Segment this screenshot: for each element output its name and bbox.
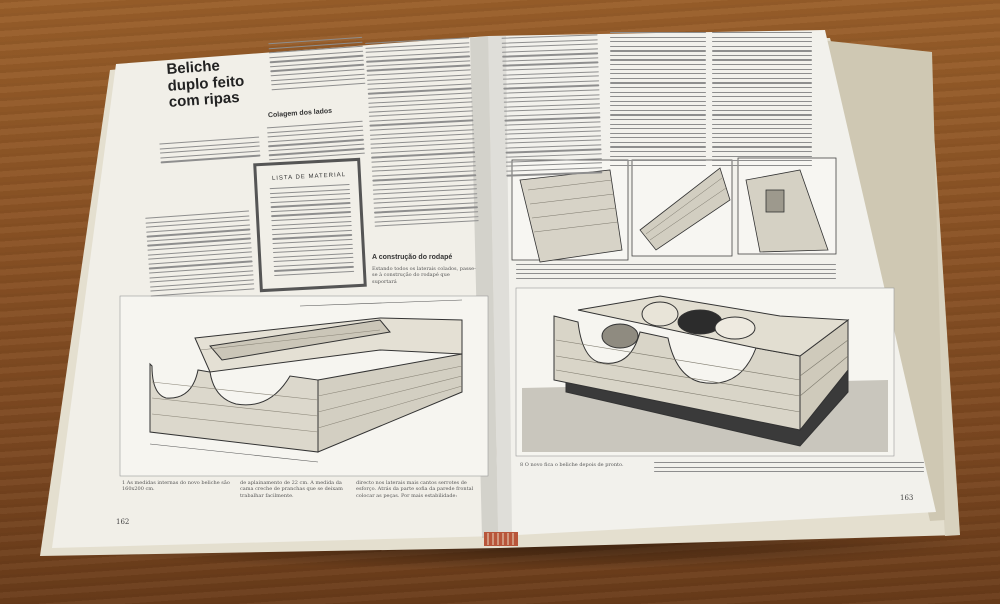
section-intro: Estando todos os laterais colados, passe… [372, 266, 476, 285]
column-text-5 [501, 34, 603, 179]
column-text-2 [266, 120, 365, 164]
closing-text [654, 462, 924, 476]
step-drawings-right [511, 157, 837, 263]
caption-8: 8 O novo fica o beliche depois de pronto… [520, 462, 624, 468]
section-heading-right: A construção do rodapé [372, 254, 453, 261]
caption-2: de aplainamento de 22 cm. A medida da ca… [240, 480, 343, 499]
column-text-7 [712, 32, 812, 169]
column-text-1 [268, 36, 366, 94]
caption-1: 1 As medidas internas do novo beliche sã… [122, 480, 230, 493]
page-number-left: 162 [116, 518, 130, 526]
column-text-4 [365, 37, 479, 230]
column-text-6 [610, 32, 706, 169]
finished-crib-drawing [515, 287, 895, 457]
caption-3: directo nos laterais mais cantos serrote… [356, 480, 474, 499]
column-text-3 [145, 210, 255, 299]
page-number-right: 163 [900, 494, 914, 502]
crib-drawing-left [119, 295, 489, 477]
page-title: Beliche duplo feito com ripas [166, 55, 269, 111]
step-captions [516, 264, 836, 282]
material-list-items [269, 183, 355, 280]
material-list-box [253, 157, 367, 293]
